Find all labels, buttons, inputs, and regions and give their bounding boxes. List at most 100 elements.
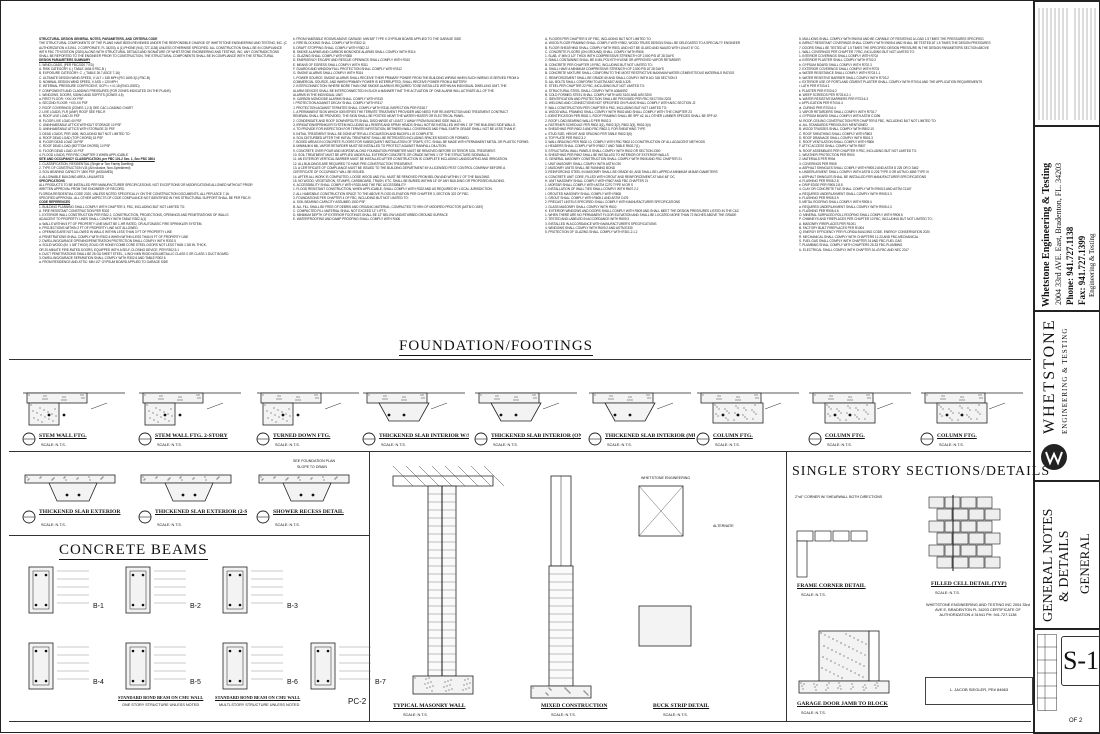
detail-caption: FILLED CELL DETAIL (TYP): [931, 581, 1007, 587]
detail-caption: SHOWER RECESS DETAIL: [273, 509, 344, 515]
slab-detail-drawing: [256, 474, 350, 524]
note-line: i. LATH PER R703.6.1: [799, 84, 830, 89]
note-line: 2. INTERCONNECTION: WHERE MORE THAN ONE …: [293, 84, 507, 89]
detail-scale: SCALE: N.T.S.: [157, 443, 182, 447]
note-line: 1. SLAB, 4" MIN 3 1/2" THICK WITH COMPRE…: [545, 54, 674, 59]
note-line: WRITTEN APPROVAL FROM THE ENGINEER OF RE…: [39, 187, 125, 192]
note-line: 5. INITIAL TREATMENT SHALL BE DONE AFTER…: [293, 131, 434, 136]
beam-detail-drawing: [310, 642, 371, 690]
note-line: ALL PRODUCTS TO BE INSTALLED PER MANUFAC…: [39, 183, 253, 188]
note-line: b. UNDERLAYMENT SHALL COMPLY WITH ASTM D…: [799, 170, 930, 175]
detail-scale: SCALE: N.T.S.: [801, 593, 826, 597]
note-line: C. IDENTIFICATION AND PROTECTION SHALL B…: [545, 97, 672, 102]
note-line: COMMERCIAL SOURCE, AND WHEN PRIMARY POWE…: [293, 79, 468, 84]
detail-caption: COLUMN FTG.: [937, 433, 977, 439]
beams-title: CONCRETE BEAMS: [59, 542, 208, 560]
note-line: ALARM DEVICES SHALL BE INTERCONNECTED IN…: [293, 88, 494, 93]
footing-detail-drawing: [22, 392, 125, 446]
note-line: 6. SOIL DISTURBED AFTER THE INITIAL TREA…: [293, 135, 470, 140]
note-line: B. FACTORY BUILT FIREPLACES PER R1004: [799, 226, 864, 231]
note-line: A. ALL STANDARDS PREVIOUSLY MENTIONED: [799, 122, 868, 127]
beam-mark: B-6: [287, 679, 298, 686]
note-line: B. WOOD TRUSSES SHALL COMPLY WITH R802.1…: [799, 127, 874, 132]
detail-caption: STEM WALL FTG.: [39, 433, 87, 439]
note-line: 1. WINDOWS, DOORS, SIDING AND SOFFITS (Z…: [39, 92, 124, 97]
note-line: b. WATER RESISTIVE BARRIER SHALL COMPLY …: [799, 75, 889, 80]
note-line: c. EXTERIOR USE OF PORTLAND CEMENT PLAST…: [799, 79, 983, 84]
note-line: 3. INSTALLED IN ACCORDANCE WITH MANUFACT…: [545, 221, 657, 226]
logo-wordmark: WHETSTONE: [1041, 318, 1058, 434]
detail-scale: SCALE: N.T.S.: [939, 443, 964, 447]
note-line: 2. EXTERIOR COVERINGS SHALL COMPLY WITH …: [799, 67, 880, 72]
note-line: 4. FIRE BLOCKING SHALL COMPLY WITH R302.…: [293, 41, 366, 46]
beam-detail: B-2: [116, 561, 208, 637]
note-line: C. UNINHABITABLE ATTICS WITHOUT STORAGE …: [39, 122, 122, 127]
note-line: A. ROOF DEAD LOAD (TOP CHORD) 15 PSF: [39, 135, 104, 140]
note-line: 2. ALL HABITABLE CONSTRUCTION SPACE TO T…: [293, 191, 470, 196]
note-line: D. UNINHABITABLE ATTICS WITH STORAGE 20 …: [39, 127, 115, 132]
note-line: 2. ROOF COVERINGS (ZONES 1,2,3) SEE C&C …: [39, 105, 133, 110]
detail-label: SLOPE TO DRAIN: [297, 465, 328, 469]
note-line: E. MEANS OF EGRESS SHALL COMPLY WITH R31…: [293, 62, 368, 67]
note-line: iii. WEEP SCREEDS PER R703.6.2.1: [799, 92, 851, 97]
note-line: 5. METAL ROOFING SHALL COMPLY WITH R905.…: [799, 200, 872, 205]
note-line: B. SMOKE ALARMS AND CARBON MONOXIDE ALAR…: [293, 49, 416, 54]
note-line: 4. ALLOWABLE BUILDING AREA, UNLIMITED: [39, 174, 104, 179]
note-line: 5. STRUCTURAL WALL PANELS SHALL COMPLY W…: [545, 148, 661, 153]
beam-detail-drawing: [28, 642, 89, 690]
beam-detail-drawing: [222, 642, 283, 690]
note-line: vi. CURING PER R703.6.4: [799, 105, 836, 110]
divider-line: [786, 451, 787, 721]
note-line: D. ROOF DRAINAGE SHALL COMPLY WITH R801.…: [799, 135, 873, 140]
slab-detail: THICKENED SLAB EXTERIOR (2-STORY)SCALE: …: [135, 455, 247, 533]
note-line: e. DRIP EDGE PER R905.2.8.5: [799, 183, 843, 188]
note-line: 2. MATERIALS PER R904: [799, 157, 836, 162]
note-line: 4. WINDOWS SHALL COMPLY WITH R609.2 AND …: [545, 226, 633, 231]
note-line: 1. A PERMANENT SIGN WHICH IDENTIFIES THE…: [293, 110, 509, 115]
note-line: 3. DWELLING/GARAGE SEPARATION SHALL COMP…: [39, 256, 166, 261]
note-line: B. COLD FORMED STEEL SHALL COMPLY WITH A…: [545, 92, 652, 97]
certificate-text: WHETSTONE ENGINEERING AND TESTING INC 20…: [926, 603, 1030, 617]
note-line: 7. DOORS SHALL BE TESTED AT 1.5 TIMES TH…: [799, 45, 989, 50]
note-line: THE STRUCTURAL COMPONENTS OF THE PLANS H…: [39, 41, 287, 46]
note-line: K. ACCESSIBILITY SHALL COMPLY WITH R320 …: [293, 183, 406, 188]
footing-detail: COLUMN FTG.SCALE: N.T.S.: [805, 363, 915, 449]
note-line: D. NOMINAL DESIGN WIND SPEED, V ASD = 12…: [39, 79, 118, 84]
detail-caption: THICKENED SLAB INTERIOR W/STEP (ONE-STOR…: [379, 433, 469, 439]
beam-caption: STANDARD BOND BEAM ON CMU WALL: [215, 695, 301, 700]
detail-scale: SCALE: N.T.S.: [493, 443, 518, 447]
detail-scale: SCALE: N.T.S.: [663, 713, 688, 717]
note-line: 3. COVERINGS PER R905: [799, 161, 837, 166]
note-line: B. ALL FILL SHALL BE FREE OF DEBRIS AND …: [293, 204, 484, 209]
note-line: d. FLASHING PER R905.2.8: [799, 178, 839, 183]
sheet-title-3: GENERAL: [1077, 533, 1092, 594]
note-line: 2. CONDENSATE AND ROOF DOWNSPOUTS SHALL …: [293, 118, 462, 123]
note-line: I. GROUTED MASONRY SHALL COMPLY WITH R60…: [545, 191, 621, 196]
note-line: M. ROOF-CEILING CONSTRUCTION PER CHAPTER…: [799, 118, 937, 123]
note-line: SPECIFICATIONS: [39, 178, 65, 183]
note-line: STRUCTURAL DESIGN GENERAL NOTES, PARAMET…: [39, 37, 158, 41]
note-line: 2. ROOF LOAD BEARING WALLS PER R602.3: [545, 118, 611, 123]
note-line: H. CARBON MONOXIDE ALARMS SHALL COMPLY W…: [293, 97, 383, 102]
footing-detail-drawing: [696, 392, 799, 446]
sheet-title-box: GENERAL NOTES & DETAILS GENERAL: [1034, 481, 1100, 629]
note-line: 2. INSTALLATION OF WALL TIES SHALL COMPL…: [545, 187, 639, 192]
note-line: CERTIFICATE OF OCCUPANCY WILL BE ISSUED.: [293, 170, 365, 175]
detail-scale: SCALE: N.T.S.: [41, 443, 66, 447]
note-line: b. PROJECTIONS WITHIN 2 FT OF PROPERTY L…: [39, 226, 139, 231]
note-line: 4. CONCRETE UNIT CORE, FILLED WITH GROUT…: [545, 174, 675, 179]
note-line: D. MINIMUM DEPTH OF EXTERIOR FOOTINGS SH…: [293, 213, 448, 218]
note-line: E. STEEL PER CHAPTER 22 FBC, INCLUDING B…: [545, 84, 645, 89]
single-story-detail-drawing: [796, 530, 868, 578]
beam-detail-drawing: [28, 566, 89, 614]
note-line: D. EMERGENCY ESCAPE AND RESCUE OPENINGS …: [293, 58, 411, 63]
note-line: FLORIDA RESIDENTIAL CODE 2020, UNLESS NO…: [39, 191, 230, 196]
single-story-title: SINGLE STORY SECTIONS/DETAILS: [792, 464, 1051, 479]
note-line: 3. DEAD LOADS, PER 1606, INCLUDING BUT N…: [39, 131, 131, 136]
